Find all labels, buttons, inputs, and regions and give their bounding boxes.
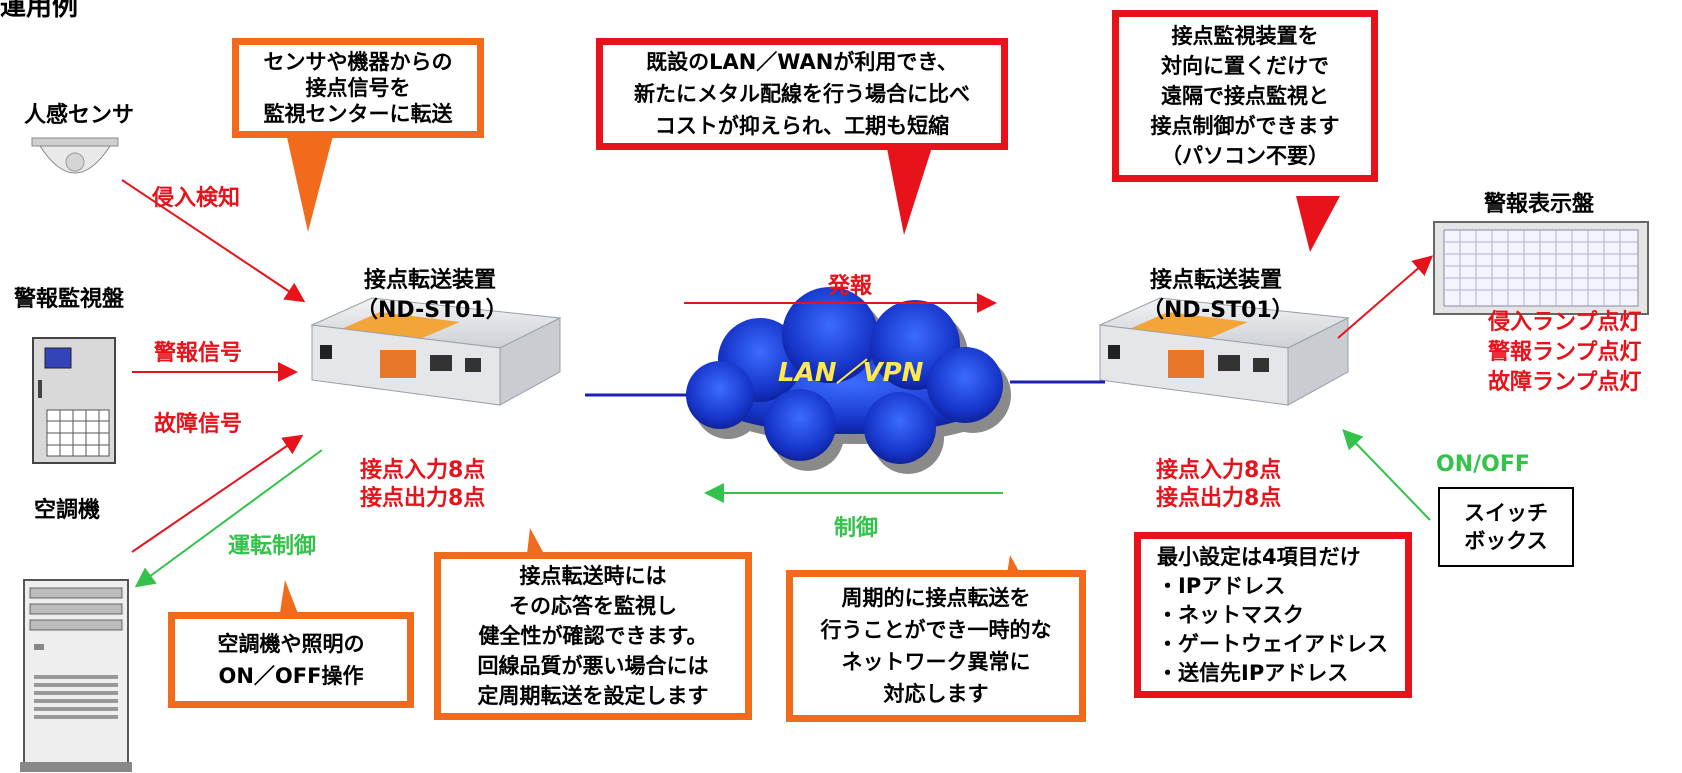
forward-label: 発報 <box>828 274 873 299</box>
arrow-fault-signal <box>131 434 304 553</box>
settings-item-destination: ・送信先IPアドレス <box>1157 660 1349 685</box>
motion-sensor-icon <box>31 137 119 174</box>
display-board-label: 警報表示盤 <box>1484 192 1595 217</box>
callout-monitor-line-4: 接点制御ができます <box>1150 114 1340 138</box>
callout-periodic-line-1: 周期的に接点転送を <box>841 586 1031 610</box>
network-label: LAN／VPN <box>778 358 924 388</box>
lamp-fault: 故障ランプ点灯 <box>1488 370 1642 395</box>
settings-item-ip: ・IPアドレス <box>1157 573 1286 598</box>
callout-onoff-line-2: ON／OFF操作 <box>218 664 364 688</box>
alarm-signal-label: 警報信号 <box>154 341 243 366</box>
header-fragment: 運用例 <box>0 0 79 22</box>
callout-lan-wan: 既設のLAN／WANが利用でき、 新たにメタル配線を行う場合に比べ コストが抑え… <box>596 38 1008 150</box>
callout-onoff: 空調機や照明の ON／OFF操作 <box>168 612 414 708</box>
device-left-input: 接点入力8点 <box>360 458 486 483</box>
callout-transfer-line-3: 監視センターに転送 <box>263 102 453 126</box>
callout-onoff-line-1: 空調機や照明の <box>217 632 365 656</box>
callout-transfer-line-1: センサや機器からの <box>263 50 453 74</box>
callout-tail-transfer <box>285 128 335 232</box>
alarm-panel-label: 警報監視盤 <box>14 287 125 312</box>
callout-response-line-3: 健全性が確認できます。 <box>478 624 708 648</box>
switch-box-line-1: スイッチ <box>1464 501 1548 525</box>
callout-settings: 最小設定は4項目だけ ・IPアドレス ・ネットマスク ・ゲートウェイアドレス ・… <box>1134 532 1412 698</box>
callout-lan-line-1: 既設のLAN／WANが利用でき、 <box>646 50 958 74</box>
callout-transfer: センサや機器からの 接点信号を 監視センターに転送 <box>232 38 484 138</box>
aircon-label: 空調機 <box>34 498 101 523</box>
alarm-display-board-icon <box>1433 221 1649 315</box>
callout-monitor: 接点監視装置を 対向に置くだけで 遠隔で接点監視と 接点制御ができます （パソコ… <box>1112 10 1378 182</box>
callout-monitor-line-5: （パソコン不要） <box>1161 144 1329 168</box>
callout-response-line-1: 接点転送時には <box>519 564 667 588</box>
callout-transfer-line-2: 接点信号を <box>305 76 411 100</box>
lamp-intrusion: 侵入ランプ点灯 <box>1488 310 1642 335</box>
fault-signal-label: 故障信号 <box>154 412 243 437</box>
callout-monitor-line-2: 対向に置くだけで <box>1161 54 1329 78</box>
callout-tail-lan <box>885 138 935 235</box>
contact-transfer-device-right <box>1098 297 1350 406</box>
device-right-input: 接点入力8点 <box>1156 458 1282 483</box>
callout-periodic-line-3: ネットワーク異常に <box>841 650 1031 674</box>
settings-item-gateway: ・ゲートウェイアドレス <box>1157 631 1388 656</box>
switch-box-line-2: ボックス <box>1464 529 1548 553</box>
callout-tail-monitor <box>1296 196 1340 252</box>
backward-label: 制御 <box>834 516 879 541</box>
air-conditioner-icon <box>20 579 132 772</box>
arrow-to-display <box>1337 255 1434 339</box>
settings-item-netmask: ・ネットマスク <box>1157 602 1304 627</box>
operation-control-label: 運転制御 <box>228 534 317 559</box>
callout-lan-line-3: コストが抑えられ、工期も短縮 <box>654 114 950 138</box>
switch-box: スイッチ ボックス <box>1438 487 1574 567</box>
alarm-panel-icon <box>32 337 116 464</box>
callout-monitor-line-3: 遠隔で接点監視と <box>1161 84 1329 108</box>
callout-response: 接点転送時には その応答を監視し 健全性が確認できます。 回線品質が悪い場合には… <box>434 552 752 720</box>
callout-periodic-line-2: 行うことができ一時的な <box>820 618 1052 642</box>
arrow-from-switch <box>1342 429 1431 521</box>
callout-monitor-line-1: 接点監視装置を <box>1171 24 1319 48</box>
on-off-label: ON/OFF <box>1436 452 1530 477</box>
arrow-operation-control <box>134 449 323 588</box>
callout-response-line-4: 回線品質が悪い場合には <box>477 654 709 678</box>
device-left-model: （ND-ST01） <box>356 298 508 323</box>
callout-response-line-2: その応答を監視し <box>509 594 677 618</box>
callout-periodic: 周期的に接点転送を 行うことができ一時的な ネットワーク異常に 対応します <box>786 570 1086 722</box>
arrow-intrusion <box>121 179 306 303</box>
device-right-output: 接点出力8点 <box>1156 486 1282 511</box>
cloud-icon <box>686 287 1011 474</box>
callout-lan-line-2: 新たにメタル配線を行う場合に比べ <box>634 82 970 106</box>
device-left-name: 接点転送装置 <box>364 268 497 293</box>
intrusion-detection-label: 侵入検知 <box>152 186 241 211</box>
sensor-label: 人感センサ <box>24 103 135 128</box>
callout-periodic-line-4: 対応します <box>883 682 989 706</box>
contact-transfer-device-left <box>310 297 562 406</box>
lamp-alarm: 警報ランプ点灯 <box>1488 340 1642 365</box>
settings-heading: 最小設定は4項目だけ <box>1157 544 1361 569</box>
callout-response-line-5: 定周期転送を設定します <box>477 684 709 708</box>
device-right-model: （ND-ST01） <box>1142 298 1294 323</box>
device-left-output: 接点出力8点 <box>360 486 486 511</box>
device-right-name: 接点転送装置 <box>1150 268 1283 293</box>
